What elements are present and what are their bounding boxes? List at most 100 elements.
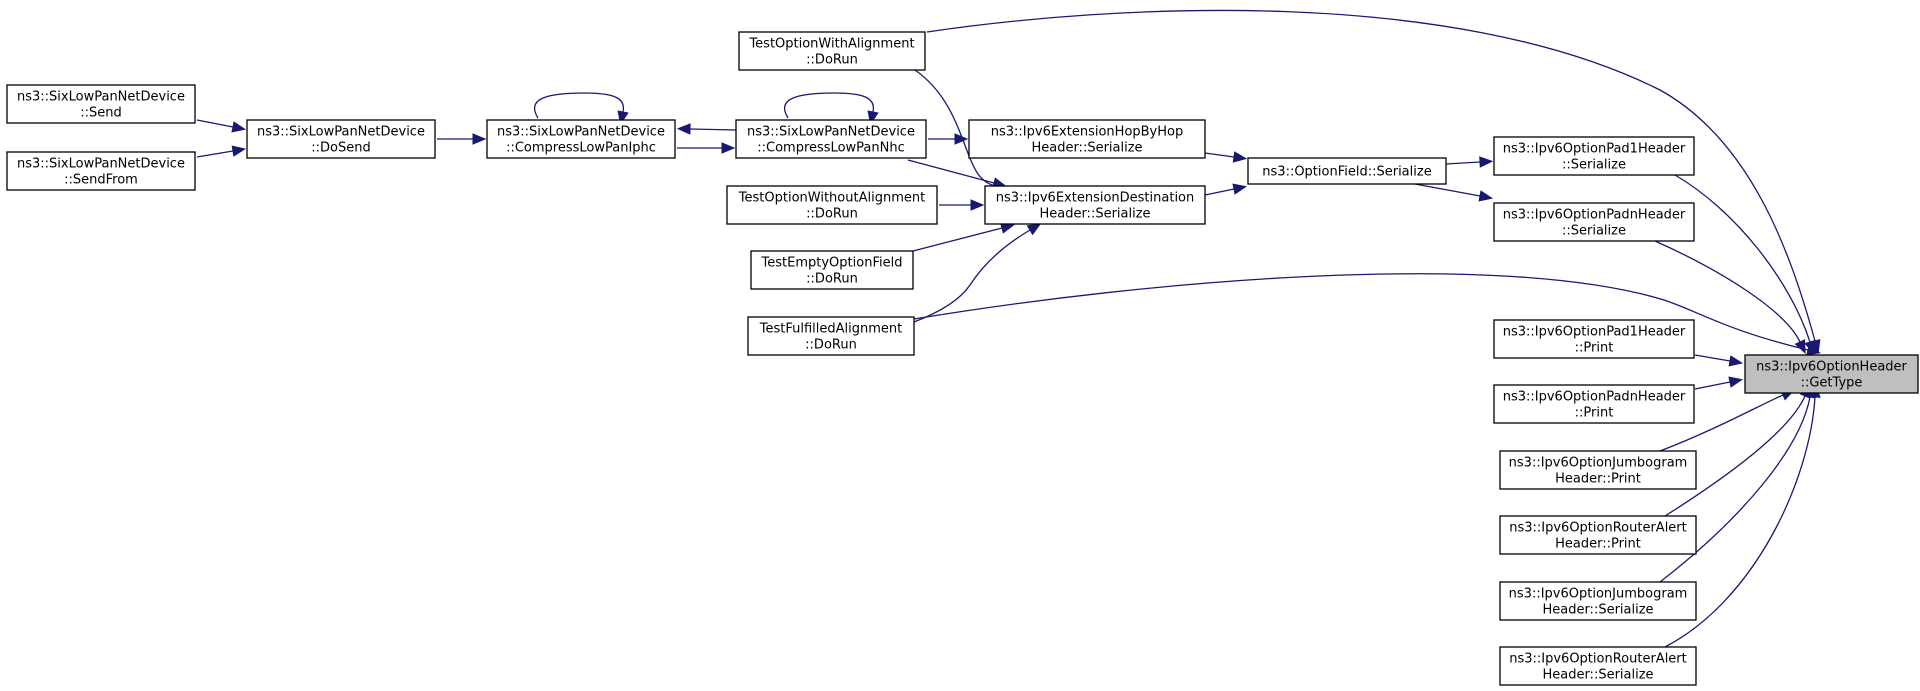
node-label-line: ns3::SixLowPanNetDevice	[257, 125, 425, 140]
node-twa[interactable]: TestOptionWithAlignment::DoRun	[738, 31, 926, 71]
node-label-line: ns3::SixLowPanNetDevice	[17, 90, 185, 105]
node-label-line: ns3::Ipv6OptionPad1Header	[1503, 325, 1686, 340]
node-label-line: TestFulfilledAlignment	[759, 322, 903, 337]
node-raser[interactable]: ns3::Ipv6OptionRouterAlertHeader::Serial…	[1499, 646, 1697, 686]
edge-line	[533, 92, 625, 119]
edge-line	[1659, 396, 1811, 583]
node-label-line: ::Print	[1575, 406, 1614, 421]
edge-iphc-to-nhc	[677, 142, 736, 154]
node-label-line: ns3::Ipv6OptionPadnHeader	[1503, 208, 1686, 223]
edge-line	[783, 92, 875, 119]
node-dosend[interactable]: ns3::SixLowPanNetDevice::DoSend	[246, 119, 436, 159]
node-box	[738, 31, 926, 71]
node-box	[1247, 157, 1447, 185]
node-box	[1499, 646, 1697, 686]
node-label-line: ::DoRun	[806, 207, 858, 222]
edge-line	[907, 159, 995, 184]
edge-send-to-dosend	[196, 119, 247, 133]
node-box	[6, 84, 196, 124]
node-tfa[interactable]: TestFulfilledAlignment::DoRun	[747, 316, 915, 356]
node-send[interactable]: ns3::SixLowPanNetDevice::Send	[6, 84, 196, 124]
edge-line	[913, 229, 1031, 323]
edge-optfield-to-padnser	[1414, 183, 1494, 202]
edge-arrowhead	[1026, 223, 1042, 236]
node-label-line: ns3::OptionField::Serialize	[1262, 165, 1431, 180]
graph-nodes: ns3::Ipv6OptionHeader::GetType TestOption…	[6, 31, 1919, 686]
edge-line	[196, 150, 234, 158]
edge-line	[1204, 188, 1235, 196]
node-label-line: ns3::Ipv6OptionJumbogram	[1509, 456, 1688, 471]
edge-nhc-to-iphc	[676, 123, 737, 135]
node-padnser[interactable]: ns3::Ipv6OptionPadnHeader::Serialize	[1493, 202, 1695, 242]
node-iphc[interactable]: ns3::SixLowPanNetDevice::CompressLowPanI…	[486, 119, 676, 159]
edge-dosend-to-iphc	[437, 133, 487, 145]
node-label-line: TestOptionWithoutAlignment	[738, 191, 925, 206]
edge-line	[914, 69, 997, 187]
node-label-line: ns3::Ipv6OptionRouterAlert	[1509, 521, 1687, 536]
node-optfield[interactable]: ns3::OptionField::Serialize	[1247, 157, 1447, 185]
node-label-line: ::DoRun	[806, 53, 858, 68]
edge-line	[1445, 161, 1481, 165]
node-label-line: ns3::Ipv6OptionPadnHeader	[1503, 390, 1686, 405]
edge-nhc-to-nhc	[783, 92, 879, 125]
node-label-line: ns3::Ipv6OptionPad1Header	[1503, 142, 1686, 157]
edge-arrowhead	[231, 145, 247, 157]
node-label-line: Header::Print	[1555, 472, 1641, 487]
node-label-line: ::CompressLowPanNhc	[757, 141, 904, 156]
node-label-line: ::Print	[1575, 341, 1614, 356]
node-label-line: Header::Serialize	[1031, 141, 1142, 156]
node-label-line: ::GetType	[1801, 376, 1863, 391]
edge-line	[689, 128, 737, 131]
edge-line	[1204, 152, 1235, 158]
node-hbh[interactable]: ns3::Ipv6ExtensionHopByHopHeader::Serial…	[968, 119, 1206, 159]
node-box	[246, 119, 436, 159]
node-nhc[interactable]: ns3::SixLowPanNetDevice::CompressLowPanN…	[735, 119, 927, 159]
node-label-line: TestEmptyOptionField	[761, 256, 903, 271]
node-label-line: ns3::Ipv6ExtensionHopByHop	[991, 125, 1184, 140]
node-label-line: ns3::Ipv6OptionJumbogram	[1509, 587, 1688, 602]
edge-line	[913, 273, 1809, 351]
edge-pad1print-to-target	[1694, 354, 1744, 367]
node-teof[interactable]: TestEmptyOptionField::DoRun	[750, 250, 914, 290]
edge-line	[1659, 394, 1784, 452]
node-label-line: Header::Print	[1555, 537, 1641, 552]
node-box	[6, 151, 196, 191]
edge-arrowhead	[970, 199, 985, 211]
node-pad1print[interactable]: ns3::Ipv6OptionPad1Header::Print	[1493, 319, 1695, 359]
node-box	[486, 119, 676, 159]
node-dest[interactable]: ns3::Ipv6ExtensionDestinationHeader::Ser…	[984, 185, 1206, 225]
node-box	[1493, 202, 1695, 242]
node-twoa[interactable]: TestOptionWithoutAlignment::DoRun	[726, 185, 938, 225]
node-box	[1493, 319, 1695, 359]
edge-padnprint-to-target	[1694, 376, 1744, 390]
node-padnprint[interactable]: ns3::Ipv6OptionPadnHeader::Print	[1493, 384, 1695, 424]
edge-line	[1664, 395, 1806, 517]
node-target[interactable]: ns3::Ipv6OptionHeader::GetType	[1744, 354, 1919, 394]
edge-arrowhead	[1728, 376, 1744, 388]
graph-edges	[196, 9, 1821, 648]
edge-arrowhead	[1232, 183, 1248, 195]
edge-line	[196, 119, 234, 128]
node-label-line: ::Send	[80, 106, 122, 121]
node-label-line: ::Serialize	[1562, 158, 1626, 173]
edge-arrowhead	[1478, 190, 1494, 202]
edge-line	[1674, 174, 1811, 343]
node-label-line: Header::Serialize	[1542, 603, 1653, 618]
edge-line	[1694, 381, 1731, 390]
edge-line	[1664, 396, 1816, 648]
node-box	[1493, 136, 1695, 176]
edge-line	[926, 9, 1816, 342]
edge-hbh-to-optfield	[1204, 151, 1248, 163]
node-pad1ser[interactable]: ns3::Ipv6OptionPad1Header::Serialize	[1493, 136, 1695, 176]
node-label-line: ::SendFrom	[64, 173, 138, 188]
node-label-line: Header::Serialize	[1039, 207, 1150, 222]
node-label-line: ns3::SixLowPanNetDevice	[497, 125, 665, 140]
node-label-line: ns3::Ipv6OptionHeader	[1756, 360, 1907, 375]
node-sendfrom[interactable]: ns3::SixLowPanNetDevice::SendFrom	[6, 151, 196, 191]
node-jumboser[interactable]: ns3::Ipv6OptionJumbogramHeader::Serializ…	[1499, 581, 1697, 621]
node-label-line: ns3::Ipv6ExtensionDestination	[996, 191, 1195, 206]
node-box	[968, 119, 1206, 159]
